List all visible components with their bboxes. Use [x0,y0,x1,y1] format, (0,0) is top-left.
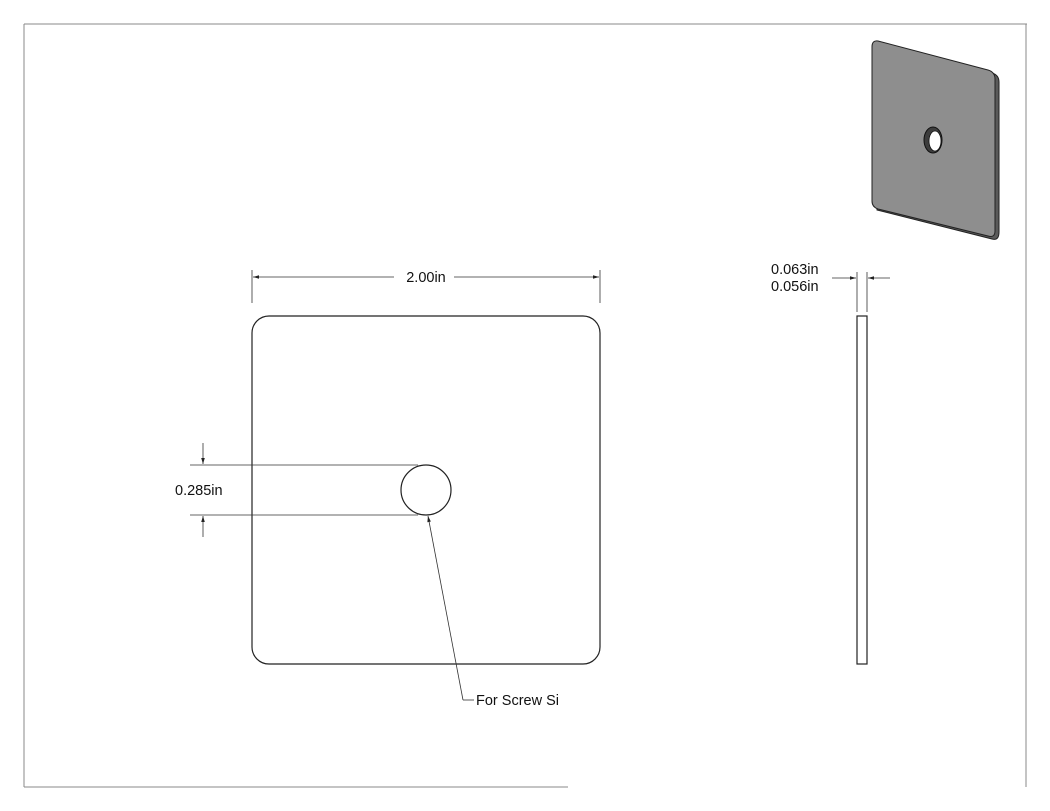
screw-callout-label: For Screw Si [476,693,559,709]
iso-hole [928,130,942,152]
width-dimension-label: 2.00in [406,270,446,286]
screw-hole [400,464,452,516]
front-view [251,315,601,665]
hole-dimension: 0.285in [175,443,418,537]
isometric-view [871,40,1000,240]
thickness-dimension: 0.063in 0.056in [771,262,890,312]
thickness-max-label: 0.063in [771,262,819,278]
plate-outline [251,315,601,665]
screw-callout: For Screw Si [427,515,559,709]
width-dimension: 2.00in [251,270,601,303]
sheet-frame [23,23,1027,788]
side-view [856,315,868,665]
plate-edge [856,315,868,665]
hole-dimension-label: 0.285in [175,483,223,499]
thickness-min-label: 0.056in [771,279,819,295]
